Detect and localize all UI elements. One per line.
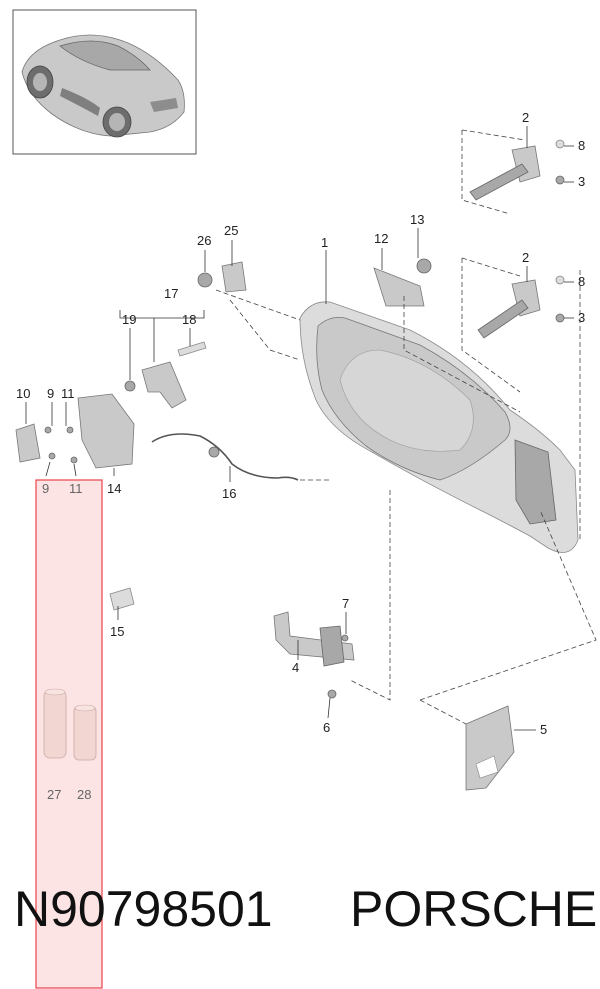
callout-19: 19 — [122, 312, 136, 327]
callout-11-bottom: 11 — [69, 481, 83, 496]
callout-25: 25 — [224, 223, 238, 238]
callout-13: 13 — [410, 212, 424, 227]
callout-11-top: 11 — [61, 386, 75, 401]
lock-14 — [77, 393, 135, 469]
callout-5: 5 — [540, 722, 547, 737]
callout-17: 17 — [164, 286, 178, 301]
door-check-4 — [273, 611, 355, 667]
callout-16: 16 — [222, 486, 236, 501]
callout-28: 28 — [77, 787, 91, 802]
callout-9-top: 9 — [47, 386, 54, 401]
upper-hinge — [469, 139, 565, 201]
cable-16 — [151, 433, 299, 481]
car-thumbnail — [12, 9, 197, 155]
footer-caption: N90798501 PORSCHE — [14, 880, 598, 950]
door-panel — [299, 301, 579, 553]
callout-8-lower: 8 — [578, 274, 585, 289]
callout-15: 15 — [110, 624, 124, 639]
callout-2-upper: 2 — [522, 110, 529, 125]
brand-name: PORSCHE — [350, 881, 598, 937]
bracket-12 — [373, 267, 425, 307]
callout-3-upper: 3 — [578, 174, 585, 189]
bolt-7 — [341, 634, 349, 642]
clip-15 — [109, 587, 135, 611]
bolt-6 — [327, 689, 337, 699]
part-25 — [221, 261, 247, 293]
part-27 — [43, 688, 67, 759]
callout-3-lower: 3 — [578, 310, 585, 325]
callout-10: 10 — [16, 386, 30, 401]
callout-7: 7 — [342, 596, 349, 611]
callout-2-lower: 2 — [522, 250, 529, 265]
bracket-10 — [15, 423, 78, 464]
lower-hinge — [477, 275, 565, 339]
cover-5 — [465, 705, 515, 791]
callout-14: 14 — [107, 481, 121, 496]
callout-9-bottom: 9 — [42, 481, 49, 496]
callout-4: 4 — [292, 660, 299, 675]
callout-12: 12 — [374, 231, 388, 246]
callout-26: 26 — [197, 233, 211, 248]
part-26 — [197, 272, 213, 288]
part-28 — [73, 704, 97, 761]
part-number: N90798501 — [14, 881, 273, 937]
callout-18: 18 — [182, 312, 196, 327]
callout-6: 6 — [323, 720, 330, 735]
handle-assembly — [124, 341, 207, 409]
callout-27: 27 — [47, 787, 61, 802]
callout-1: 1 — [321, 235, 328, 250]
nut-13 — [416, 258, 432, 274]
assembly-lines — [215, 129, 597, 725]
leader-lines — [25, 126, 574, 731]
callout-8-upper: 8 — [578, 138, 585, 153]
